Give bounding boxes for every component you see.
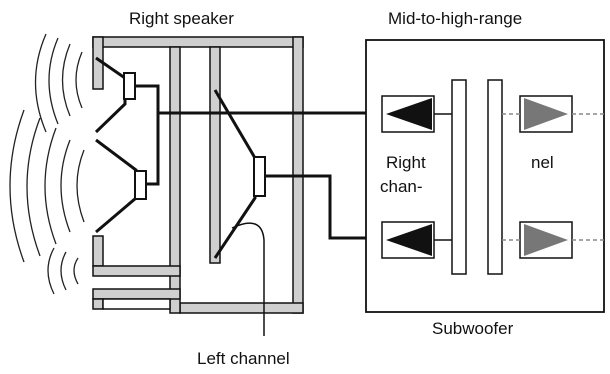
- label-right-speaker: Right speaker: [129, 9, 234, 28]
- left-channel-lead: [231, 222, 265, 336]
- amp-triangle-bottom-right: [524, 224, 568, 256]
- wiring: [135, 84, 382, 336]
- woofer-magnet: [253, 156, 266, 197]
- sound-waves: [9, 33, 85, 295]
- amp-box: [365, 39, 605, 313]
- label-mid-to-high-range: Mid-to-high-range: [388, 9, 522, 28]
- label-channel-cont: nel: [531, 153, 554, 172]
- lower-driver-magnet: [134, 170, 147, 200]
- woofer-driver: [213, 89, 266, 259]
- label-subwoofer: Subwoofer: [432, 319, 514, 338]
- amp-triangle-top-right: [524, 98, 568, 130]
- crossover-bar-left: [451, 79, 467, 275]
- label-right-channel-line1: Right: [386, 153, 426, 172]
- label-right-channel-line2: chan-: [380, 177, 423, 196]
- label-left-channel: Left channel: [197, 349, 290, 368]
- amp-triangle-top-left: [386, 98, 432, 130]
- upper-driver-magnet: [123, 72, 136, 100]
- amp-triangle-bottom-left: [386, 224, 432, 256]
- crossover-bar-right: [487, 79, 503, 275]
